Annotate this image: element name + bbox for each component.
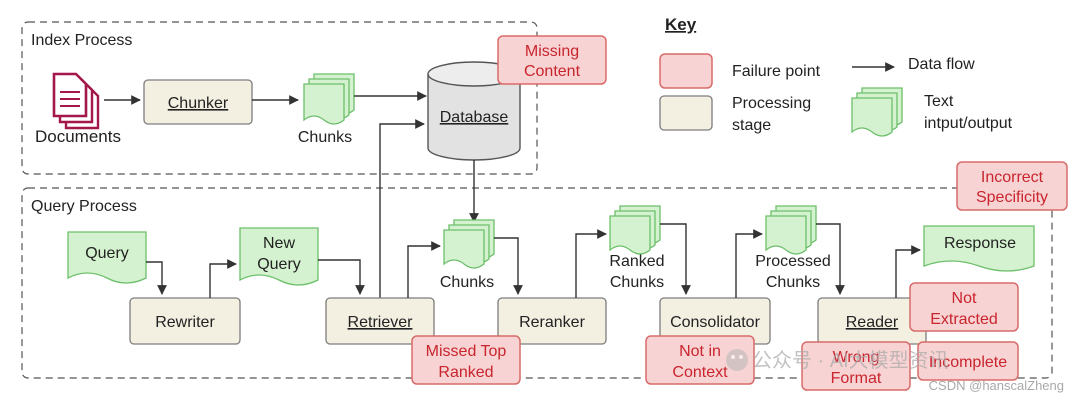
arrow-ranked-consolidator <box>660 223 691 295</box>
arrow-reranker-ranked <box>575 229 607 298</box>
not-in-context-text-1: Not in <box>679 343 721 360</box>
query-document <box>67 231 147 284</box>
rewriter-label: Rewriter <box>155 314 215 331</box>
query-chunks-label: Chunks <box>440 274 494 291</box>
reader-label: Reader <box>846 314 899 331</box>
processed-chunks-label-2: Chunks <box>766 274 820 291</box>
arrow-chunks-reranker <box>494 237 523 295</box>
response-document <box>923 225 1035 272</box>
response-label: Response <box>944 235 1016 252</box>
wrong-format-text-1: Wrong <box>833 349 880 366</box>
not-in-context-failure <box>645 335 755 385</box>
incorrect-specificity-failure <box>956 161 1068 211</box>
watermark-csdn: CSDN @hanscalZheng <box>929 378 1064 393</box>
chunks-icon <box>303 73 355 125</box>
key-processing-label-2: stage <box>732 117 771 134</box>
missed-top-ranked-text-1: Missed Top <box>426 343 507 360</box>
incomplete-text: Incomplete <box>929 354 1007 371</box>
incorrect-specificity-text-1: Incorrect <box>981 169 1044 186</box>
missing-content-text-2: Content <box>524 63 581 80</box>
database-label: Database <box>440 109 509 126</box>
new-query-document <box>239 227 319 286</box>
index-process-group <box>21 21 538 175</box>
wechat-logo-icon <box>726 349 748 371</box>
arrow-consolidator-processed <box>735 229 763 298</box>
incorrect-specificity-text-2: Specificity <box>976 189 1048 206</box>
key-processing-label-1: Processing <box>732 95 811 112</box>
key-text-io-label-2: intput/output <box>924 115 1013 132</box>
missed-top-ranked-text-2: Ranked <box>438 364 493 381</box>
chunker-label: Chunker <box>168 95 229 112</box>
ranked-chunks-label-1: Ranked <box>609 253 664 270</box>
query-chunks-icon <box>443 219 495 269</box>
missed-top-ranked-failure <box>411 335 521 385</box>
missing-content-text-1: Missing <box>525 43 579 60</box>
key-failure-swatch <box>659 53 713 89</box>
rewriter-stage <box>129 297 241 345</box>
processed-chunks-icon <box>765 205 817 255</box>
arrow-reader-response <box>895 245 921 298</box>
arrow-retriever-chunks <box>407 241 441 298</box>
key-failure-label: Failure point <box>732 63 821 80</box>
reranker-stage <box>497 297 607 345</box>
documents-label: Documents <box>35 127 121 146</box>
new-query-label-2: Query <box>257 256 301 273</box>
retriever-stage <box>325 297 435 345</box>
processed-chunks-label-1: Processed <box>755 253 831 270</box>
query-label: Query <box>85 245 129 262</box>
retriever-label: Retriever <box>348 314 414 331</box>
database-cylinder <box>427 61 521 161</box>
wrong-format-text-2: Format <box>831 370 882 387</box>
documents-icon <box>52 72 100 130</box>
arrow-processed-reader <box>816 223 845 295</box>
key-data-flow-label: Data flow <box>908 56 975 73</box>
arrow-retriever-database <box>379 119 425 300</box>
incomplete-failure <box>917 341 1019 381</box>
key-text-io-icon <box>851 87 903 137</box>
query-process-group <box>21 187 1053 379</box>
arrow-query-rewriter <box>146 261 167 295</box>
arrow-newquery-retriever <box>318 259 365 295</box>
ranked-chunks-label-2: Chunks <box>610 274 664 291</box>
missing-content-failure <box>497 35 607 85</box>
not-in-context-text-2: Context <box>672 364 728 381</box>
new-query-label-1: New <box>263 235 295 252</box>
not-extracted-text-2: Extracted <box>930 311 998 328</box>
key-processing-swatch <box>659 95 713 131</box>
key-text-io-label-1: Text <box>924 93 954 110</box>
reranker-label: Reranker <box>519 314 585 331</box>
not-extracted-text-1: Not <box>952 290 977 307</box>
wrong-format-failure <box>801 341 911 391</box>
query-process-title: Query Process <box>31 198 137 215</box>
chunker-stage <box>143 79 253 125</box>
watermark-channel: 公众号 · AI大模型资讯 <box>752 349 949 372</box>
arrow-rewriter-newquery <box>209 259 237 298</box>
not-extracted-failure <box>909 282 1019 332</box>
chunks-label: Chunks <box>298 129 352 146</box>
index-process-title: Index Process <box>31 32 132 49</box>
ranked-chunks-icon <box>609 205 661 255</box>
key-title: Key <box>665 15 697 34</box>
consolidator-label: Consolidator <box>670 314 761 331</box>
